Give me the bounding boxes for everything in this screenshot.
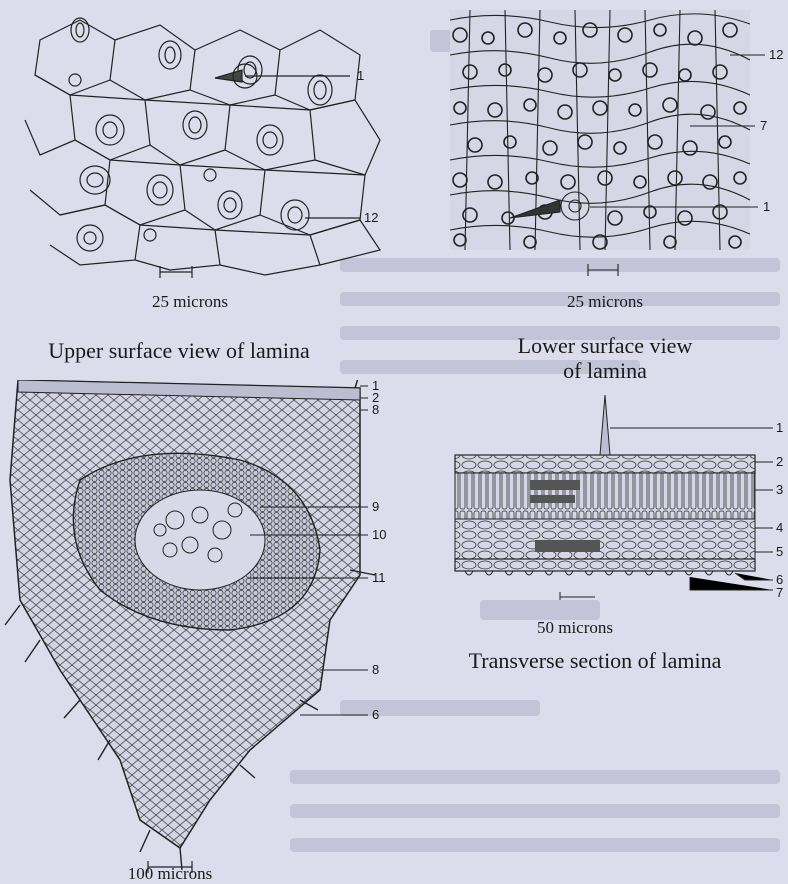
callout-midrib-9: 9: [372, 499, 379, 514]
callout-lamina-1: 1: [776, 420, 783, 435]
callout-upper-1: 1: [357, 68, 364, 83]
lamina-scale-label: 50 microns: [505, 618, 645, 638]
callout-midrib-8a: 8: [372, 402, 379, 417]
lower-surface-drawing: [440, 0, 788, 285]
upper-surface-panel: 1 12 25 microns Upper surface view of la…: [20, 0, 400, 290]
callout-upper-12: 12: [364, 210, 378, 225]
upper-surface-drawing: [20, 0, 400, 290]
midrib-scale-label: 100 microns: [95, 864, 245, 884]
callout-lamina-7: 7: [776, 585, 783, 600]
callout-lamina-4: 4: [776, 520, 783, 535]
callout-midrib-10: 10: [372, 527, 386, 542]
callout-lamina-2: 2: [776, 454, 783, 469]
midrib-section-drawing: [0, 380, 420, 883]
callout-midrib-8b: 8: [372, 662, 379, 677]
callout-lower-1: 1: [763, 199, 770, 214]
callout-lamina-5: 5: [776, 544, 783, 559]
callout-lower-7: 7: [760, 118, 767, 133]
callout-midrib-11: 11: [372, 570, 386, 585]
lamina-section-caption: Transverse section of lamina: [425, 648, 765, 673]
lower-surface-scale-label: 25 microns: [535, 292, 675, 312]
upper-surface-caption: Upper surface view of lamina: [14, 338, 344, 363]
midrib-section-panel: 1 2 8 9 10 11 8 6 100 microns: [0, 380, 420, 883]
upper-surface-scale-label: 25 microns: [120, 292, 260, 312]
lower-surface-panel: 12 7 1 25 microns Lower surface view of …: [440, 0, 788, 285]
lamina-section-panel: 1 2 3 4 5 6 7 50 microns Transverse sect…: [445, 390, 788, 600]
lower-surface-caption-line1: Lower surface view: [470, 333, 740, 358]
lamina-section-drawing: [445, 390, 788, 600]
lower-surface-caption-line2: of lamina: [470, 358, 740, 383]
callout-midrib-6: 6: [372, 707, 379, 722]
callout-lower-12: 12: [769, 47, 783, 62]
callout-lamina-3: 3: [776, 482, 783, 497]
